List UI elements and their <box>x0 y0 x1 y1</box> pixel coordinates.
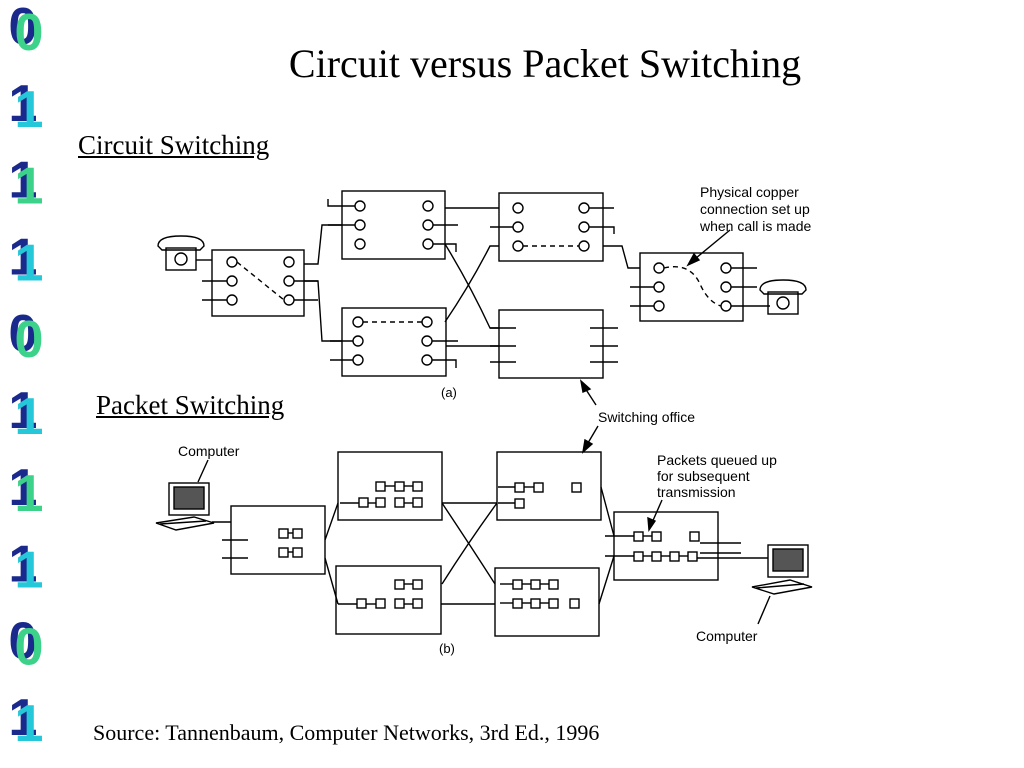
switch-office-b-bottom-left <box>335 565 442 635</box>
switch-office-a-left <box>202 249 318 317</box>
switch-office-b-top-left <box>337 451 443 521</box>
binary-digit: 0 <box>15 618 44 676</box>
computer-left-icon <box>155 482 215 531</box>
binary-digit-shadow: 1 <box>9 75 38 133</box>
switch-office-a-top-right <box>490 192 615 262</box>
binary-digit: 1 <box>15 158 44 216</box>
switch-office-a-top-left <box>327 190 458 260</box>
binary-digit: 1 <box>15 81 44 139</box>
switch-office-b-bottom-right <box>494 567 600 637</box>
binary-digit-shadow: 1 <box>9 689 38 747</box>
packet-switching-diagram <box>155 451 813 637</box>
switch-office-a-bottom-left <box>330 307 458 377</box>
switching-office-label: Switching office <box>598 409 695 425</box>
source-citation: Source: Tannenbaum, Computer Networks, 3… <box>93 720 600 745</box>
queued-label-line3: transmission <box>657 484 736 500</box>
computer-right-label: Computer <box>696 628 758 644</box>
copper-label-line1: Physical copper <box>700 184 799 200</box>
slide-title: Circuit versus Packet Switching <box>288 41 802 86</box>
circuit-switching-diagram <box>157 190 807 454</box>
binary-digit: 1 <box>15 465 44 523</box>
binary-digit: 1 <box>15 695 44 753</box>
binary-digit-shadow: 1 <box>9 459 38 517</box>
binary-digit-shadow: 1 <box>9 382 38 440</box>
queued-label-line2: for subsequent <box>657 468 750 484</box>
packet-switching-heading: Packet Switching <box>96 390 285 420</box>
queued-packets-arrow <box>647 499 663 533</box>
binary-digit-shadow: 0 <box>9 305 38 363</box>
panel-b-label: (b) <box>439 641 455 656</box>
switching-office-arrows <box>579 379 599 454</box>
copper-label-line2: connection set up <box>700 201 810 217</box>
computer-right-icon <box>751 544 813 595</box>
binary-digit-shadow: 1 <box>9 228 38 286</box>
copper-label-line3: when call is made <box>699 218 811 234</box>
binary-digit: 0 <box>15 311 44 369</box>
switch-office-a-bottom-right <box>490 309 618 379</box>
computer-left-label: Computer <box>178 443 240 459</box>
telephone-right-icon <box>759 279 807 315</box>
switch-office-b-left <box>222 505 326 575</box>
binary-digit-shadow: 0 <box>9 0 38 56</box>
binary-digit-shadow: 1 <box>9 536 38 594</box>
circuit-switching-heading: Circuit Switching <box>78 130 270 160</box>
copper-connection-arrow <box>686 229 731 267</box>
binary-digit: 0 <box>15 4 44 62</box>
switch-office-a-right <box>630 252 757 322</box>
binary-digit-shadow: 1 <box>9 152 38 210</box>
binary-digit: 1 <box>15 388 44 446</box>
queued-label-line1: Packets queued up <box>657 452 777 468</box>
switch-office-b-right <box>605 511 741 581</box>
binary-digit: 1 <box>15 234 44 292</box>
binary-digit: 1 <box>15 542 44 600</box>
panel-a-label: (a) <box>441 385 457 400</box>
switch-office-b-top-right <box>496 451 602 521</box>
binary-digit-shadow: 0 <box>9 612 38 670</box>
telephone-left-icon <box>157 235 205 271</box>
